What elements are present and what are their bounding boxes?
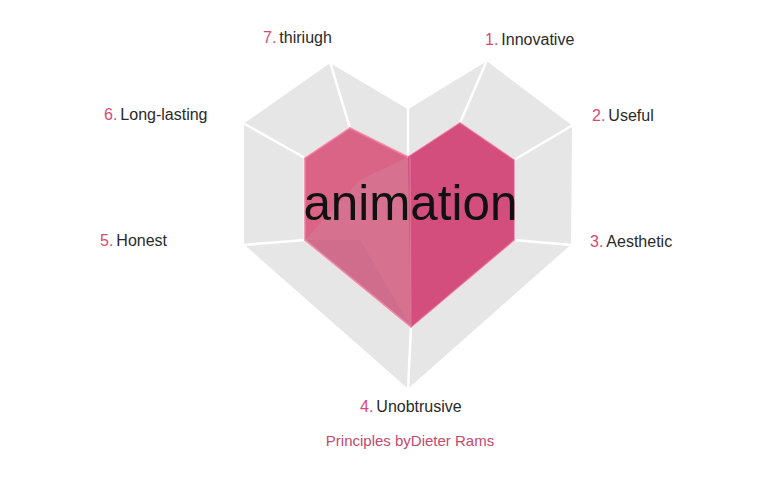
principle-name: Innovative [501,32,574,48]
heart-gem: animation [300,120,520,330]
principle-label: 1.Innovative [485,32,574,48]
callout-number: 6. [104,107,117,123]
gem-outline [243,60,573,390]
principle-name: Honest [116,233,167,249]
principle-label: 6.Long-lasting [104,107,208,123]
callout-number: 7. [263,30,276,46]
caption: Principles byDieter Rams [326,433,494,448]
callout-number: 1. [485,32,498,48]
principle-name: Useful [608,108,653,124]
gem-title: animation [303,178,517,228]
callout-number: 5. [100,233,113,249]
principle-name: Unobtrusive [376,399,461,415]
principle-label: 3.Aesthetic [590,234,672,250]
principle-name: Long-lasting [120,107,207,123]
gem-facet-lines [243,60,573,390]
principle-label: 5.Honest [100,233,167,249]
principle-name: Aesthetic [606,234,672,250]
callout-number: 3. [590,234,603,250]
heart-facet [305,240,411,327]
callout-number: 2. [592,108,605,124]
principle-name: thiriugh [279,30,331,46]
callout-number: 4. [360,399,373,415]
principle-label: 4.Unobtrusive [360,399,462,415]
principle-label: 7.thiriugh [263,30,332,46]
principle-label: 2.Useful [592,108,654,124]
